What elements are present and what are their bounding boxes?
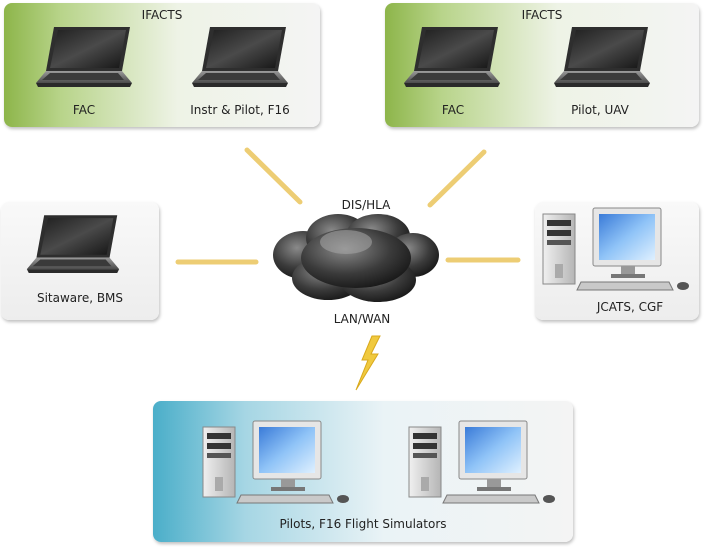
panel-ifacts-right: IFACTS FAC Pilot, UAV <box>385 3 699 127</box>
panel-title: IFACTS <box>521 8 563 22</box>
node-label: Sitaware, BMS <box>36 291 124 305</box>
laptop-icon <box>192 27 288 87</box>
cloud-top-label: DIS/HLA <box>341 198 391 212</box>
link-top-right <box>427 149 487 208</box>
desktop-computer-icon <box>202 420 349 504</box>
cloud-bottom-label: LAN/WAN <box>333 312 391 326</box>
laptop-icon <box>404 27 500 87</box>
node-label: Pilot, UAV <box>571 103 629 117</box>
laptop-icon <box>26 215 120 273</box>
panel-title: IFACTS <box>141 8 183 22</box>
laptop-icon <box>554 27 650 87</box>
panel-ifacts-left: IFACTS FAC Instr & Pilot, F16 <box>4 3 320 127</box>
desktop-computer-icon <box>408 420 555 504</box>
link-top-left <box>244 147 303 205</box>
node-label: Instr & Pilot, F16 <box>190 103 290 117</box>
panel-jcats: JCATS, CGF <box>535 202 699 320</box>
desktop-computer-icon <box>542 207 689 291</box>
laptop-icon <box>36 27 132 87</box>
lightning-bolt <box>355 335 381 391</box>
node-label: JCATS, CGF <box>596 300 664 314</box>
node-label: FAC <box>441 103 465 117</box>
node-label: Pilots, F16 Flight Simulators <box>279 517 447 531</box>
panel-f16-simulators: Pilots, F16 Flight Simulators <box>153 401 573 542</box>
panel-sitaware: Sitaware, BMS <box>1 202 159 320</box>
node-label: FAC <box>72 103 96 117</box>
network-cloud-icon <box>273 214 439 302</box>
